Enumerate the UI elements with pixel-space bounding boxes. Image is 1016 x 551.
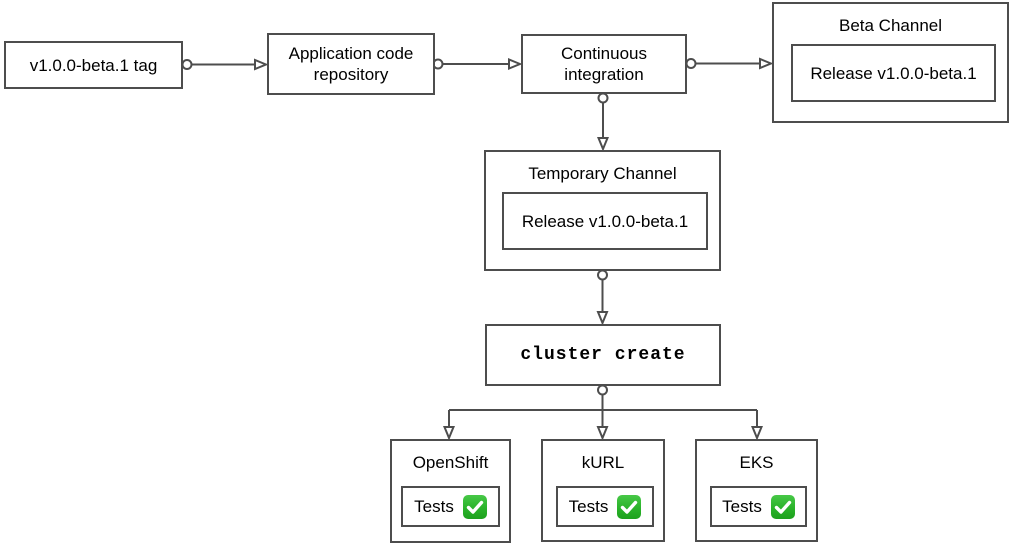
openshift-tests-node: Tests <box>401 486 500 527</box>
check-mark-icon <box>462 494 487 519</box>
connector-temp-to-cluster <box>596 269 609 326</box>
temporary-release-label: Release v1.0.0-beta.1 <box>521 211 689 231</box>
temporary-channel-container: Temporary Channel Release v1.0.0-beta.1 <box>484 150 721 271</box>
connector-tag-to-repo <box>181 58 269 71</box>
cluster-create-label: cluster create <box>520 344 686 365</box>
eks-tests-label: Tests <box>722 497 762 516</box>
beta-channel-title: Beta Channel <box>838 16 943 35</box>
connector-ci-to-beta <box>685 57 774 70</box>
repo-label: Application code repository <box>288 44 414 84</box>
cluster-create-node: cluster create <box>485 324 721 386</box>
openshift-title: OpenShift <box>412 453 489 472</box>
kurl-container: kURL Tests <box>541 439 665 542</box>
connector-ci-to-temp <box>597 92 609 152</box>
check-mark-icon <box>770 494 795 519</box>
beta-channel-container: Beta Channel Release v1.0.0-beta.1 <box>772 2 1009 123</box>
beta-release-label: Release v1.0.0-beta.1 <box>810 63 977 83</box>
continuous-integration-node: Continuous integration <box>521 34 687 94</box>
beta-release-node: Release v1.0.0-beta.1 <box>791 44 996 102</box>
temporary-release-node: Release v1.0.0-beta.1 <box>502 192 708 250</box>
tag-label: v1.0.0-beta.1 tag <box>29 55 158 75</box>
openshift-container: OpenShift Tests <box>390 439 511 543</box>
kurl-tests-label: Tests <box>568 497 609 516</box>
ci-label: Continuous integration <box>560 44 647 84</box>
eks-title: EKS <box>739 453 774 472</box>
eks-tests-node: Tests <box>710 486 807 527</box>
connector-repo-to-ci <box>432 58 523 70</box>
check-mark-icon <box>617 494 642 519</box>
openshift-tests-label: Tests <box>414 497 454 516</box>
kurl-tests-node: Tests <box>556 486 654 527</box>
kurl-title: kURL <box>581 453 625 472</box>
connector-cluster-to-tests <box>443 384 763 441</box>
eks-container: EKS Tests <box>695 439 818 542</box>
tag-node: v1.0.0-beta.1 tag <box>4 41 183 89</box>
temporary-channel-title: Temporary Channel <box>528 164 677 183</box>
application-code-repository-node: Application code repository <box>267 33 435 95</box>
